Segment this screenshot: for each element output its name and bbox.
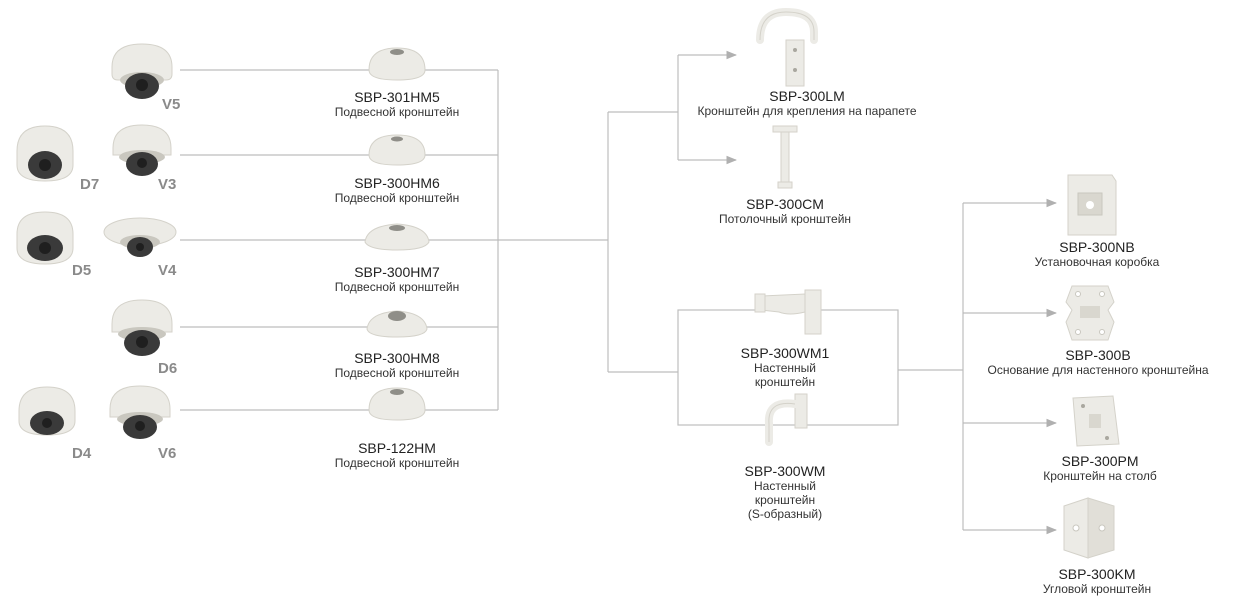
product-code: SBP-300B	[1065, 347, 1131, 363]
product-description: Подвесной кронштейн	[334, 191, 460, 205]
hanging-mount-hm7-icon	[364, 223, 430, 251]
wall-mount-wm1-icon	[754, 289, 822, 335]
wall-mount-wm: SBP-300WM Настенный кронштейн (S-образны…	[745, 463, 826, 521]
camera-d6-icon	[111, 299, 173, 356]
wall-mount-base-icon	[1065, 285, 1115, 341]
camera-label-d4: D4	[72, 445, 92, 462]
product-code: SBP-300CM	[746, 196, 824, 212]
product-code: SBP-300HM6	[354, 175, 440, 191]
camera-d7-icon	[16, 125, 74, 182]
camera-d4-icon	[18, 386, 76, 436]
product-description: Основание для настенного кронштейна	[987, 363, 1209, 377]
product-description: Потолочный кронштейн	[718, 212, 852, 226]
product-code: SBP-300PM	[1061, 453, 1139, 469]
product-description: Подвесной кронштейн	[334, 456, 460, 470]
mounting-box-icon	[1067, 174, 1117, 236]
hanging-mount-hm6-icon	[368, 134, 426, 166]
camera-label-d5: D5	[72, 262, 92, 279]
wall-mount-wm1: SBP-300WM1 Настенный кронштейн	[741, 345, 830, 389]
camera-d5-icon	[16, 211, 74, 265]
hanging-mount-hm8-icon	[366, 310, 428, 338]
product-description: Подвесной кронштейн	[334, 280, 460, 294]
corner-mount: SBP-300KM Угловой кронштейн	[1043, 566, 1151, 596]
product-code: SBP-300WM1	[740, 345, 830, 361]
parapet-mount: SBP-300LM Кронштейн для крепления на пар…	[697, 88, 916, 118]
camera-v6-icon	[109, 385, 171, 439]
parapet-mount-icon	[756, 7, 818, 87]
camera-v4-icon	[103, 217, 177, 257]
product-description: Угловой кронштейн	[1042, 582, 1152, 596]
product-description-line: (S-образный)	[747, 507, 823, 521]
product-code: SBP-301HM5	[354, 89, 440, 105]
product-description: Кронштейн на столб	[1043, 469, 1157, 483]
product-description-line: Настенный	[754, 361, 816, 375]
hanging-mount-hm6: SBP-300HM6 Подвесной кронштейн	[335, 175, 460, 205]
camera-label-v4: V4	[158, 262, 177, 279]
camera-label-d6: D6	[158, 360, 178, 377]
camera-label-v3: V3	[158, 176, 177, 193]
wall-mount-base: SBP-300B Основание для настенного кроншт…	[988, 347, 1209, 377]
camera-v5-icon	[111, 43, 173, 99]
product-code: SBP-300WM	[744, 463, 826, 479]
product-description-line: кронштейн	[754, 375, 816, 389]
product-code: SBP-300KM	[1058, 566, 1136, 582]
product-description-line: кронштейн	[754, 493, 816, 507]
pole-mount-icon	[1072, 395, 1120, 447]
hanging-mount-122hm-icon	[368, 387, 426, 421]
product-description: Установочная коробка	[1034, 255, 1160, 269]
camera-label-v6: V6	[158, 445, 177, 462]
camera-v3-icon	[112, 124, 172, 176]
ceiling-mount: SBP-300CM Потолочный кронштейн	[719, 196, 851, 226]
hanging-mount-hm7: SBP-300HM7 Подвесной кронштейн	[335, 264, 460, 294]
product-code: SBP-122HM	[358, 440, 436, 456]
ceiling-mount-icon	[772, 125, 798, 189]
product-code: SBP-300NB	[1059, 239, 1135, 255]
product-code: SBP-300HM7	[354, 264, 440, 280]
hanging-mount-hm8: SBP-300HM8 Подвесной кронштейн	[335, 350, 460, 380]
hanging-mount-hm5-icon	[368, 47, 426, 81]
camera-label-v5: V5	[162, 96, 181, 113]
pole-mount: SBP-300PM Кронштейн на столб	[1043, 453, 1157, 483]
product-description: Подвесной кронштейн	[334, 366, 460, 380]
corner-mount-icon	[1063, 497, 1115, 559]
product-description-line: Настенный	[754, 479, 816, 493]
product-code: SBP-300LM	[769, 88, 845, 104]
product-description: Кронштейн для крепления на парапете	[697, 104, 917, 118]
mounting-box: SBP-300NB Установочная коробка	[1035, 239, 1160, 269]
hanging-mount-122hm: SBP-122HM Подвесной кронштейн	[335, 440, 460, 470]
product-description: Подвесной кронштейн	[334, 105, 460, 119]
camera-label-d7: D7	[80, 176, 100, 193]
hanging-mount-hm5: SBP-301HM5 Подвесной кронштейн	[335, 89, 460, 119]
wall-mount-wm-icon	[764, 393, 808, 446]
product-code: SBP-300HM8	[354, 350, 440, 366]
